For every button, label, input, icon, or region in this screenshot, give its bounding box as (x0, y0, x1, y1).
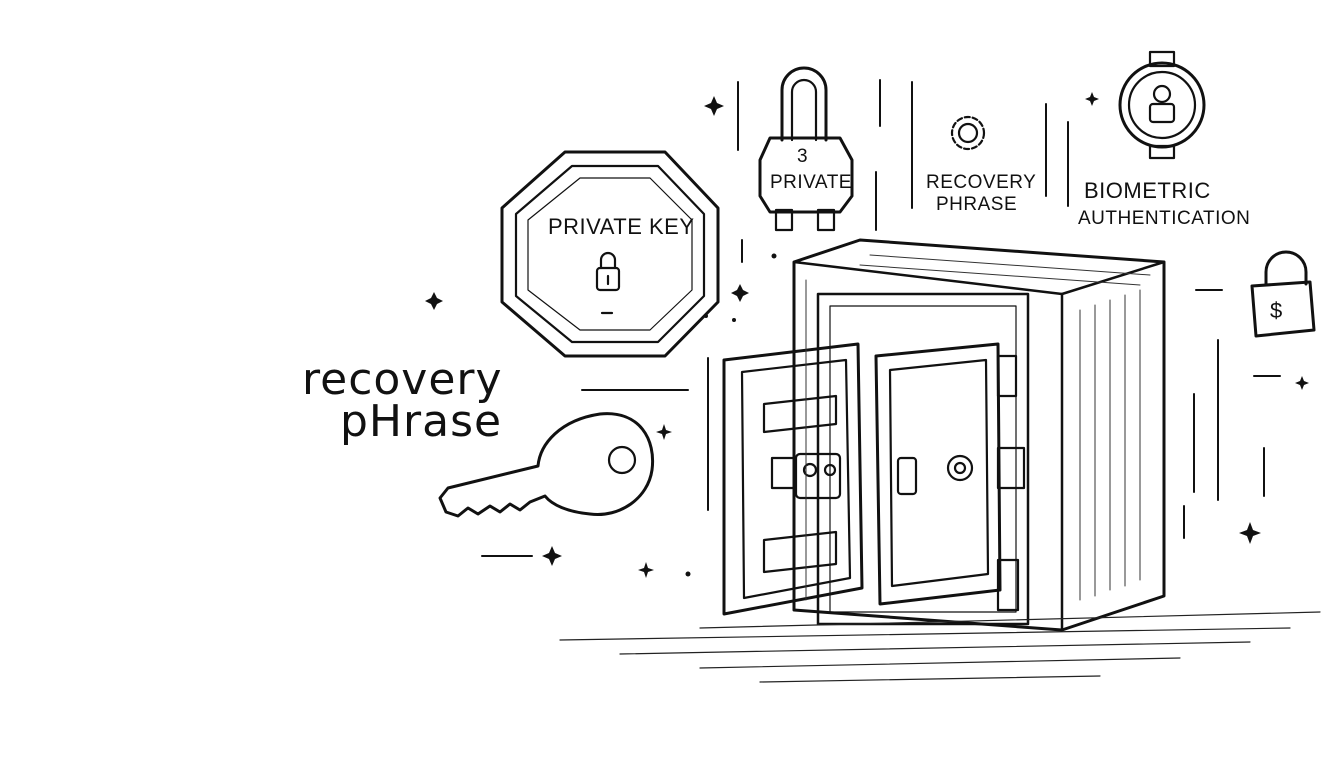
decorative-lines (481, 79, 1281, 557)
key-icon (438, 412, 655, 518)
recovery-phrase-large-line1: recovery (302, 354, 503, 405)
small-padlock-icon (595, 251, 621, 292)
safe-icon (559, 238, 1321, 683)
padlock-private-label: PRIVATE (770, 172, 852, 193)
recovery-phrase-small-line1: RECOVERY (926, 172, 1037, 193)
padlock-number-label: 3 (797, 146, 809, 167)
biometric-line1: BIOMETRIC (1084, 178, 1211, 203)
recovery-phrase-small-line2: PHRASE (936, 194, 1018, 215)
biometric-line2: AUTHENTICATION (1078, 208, 1251, 229)
private-key-badge-label: PRIVATE KEY (548, 214, 695, 239)
biometric-lock-icon (1118, 50, 1206, 160)
dollar-padlock-icon (1250, 250, 1316, 338)
padlock-icon (758, 66, 854, 232)
gear-icon (950, 115, 986, 151)
sparkle-icon (425, 92, 1309, 578)
dollar-symbol: $ (1270, 298, 1283, 323)
recovery-phrase-large-line2: pHrase (340, 396, 503, 447)
octagon-badge-icon (500, 150, 720, 358)
